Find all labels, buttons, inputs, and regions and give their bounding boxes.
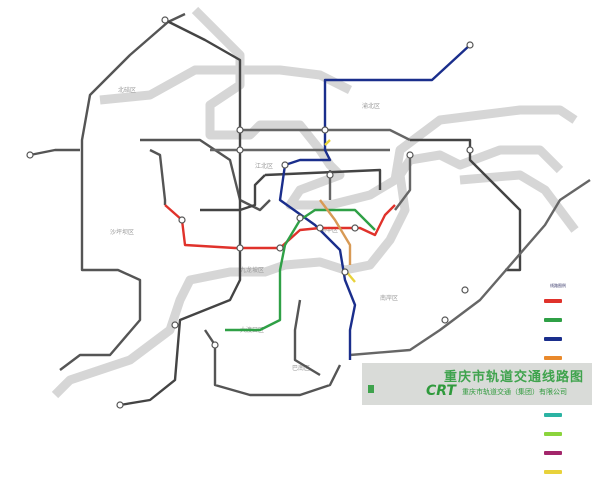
line-green (225, 208, 376, 332)
legend-swatch (544, 470, 562, 474)
map-title: 重庆市轨道交通线路图 (443, 370, 584, 385)
station[interactable] (171, 321, 179, 329)
line-dark-east (200, 138, 522, 272)
svg-text:九龙坡区: 九龙坡区 (240, 266, 264, 274)
station[interactable] (296, 214, 304, 222)
interchange-stations (26, 16, 474, 409)
rivers (51, 6, 579, 399)
svg-text:南岸区: 南岸区 (380, 294, 398, 302)
river-jialing (191, 6, 578, 210)
river-east (459, 170, 579, 233)
river-north (99, 65, 353, 105)
line-gray-north (210, 128, 411, 152)
svg-text:沙坪坝区: 沙坪坝区 (110, 228, 134, 236)
station[interactable] (236, 244, 244, 252)
station[interactable] (326, 171, 334, 179)
station[interactable] (26, 151, 34, 159)
legend-swatch (544, 432, 562, 436)
svg-text:江北区: 江北区 (255, 162, 273, 170)
station[interactable] (321, 126, 329, 134)
station[interactable] (116, 401, 124, 409)
station[interactable] (466, 146, 474, 154)
station[interactable] (178, 216, 186, 224)
station[interactable] (316, 224, 324, 232)
legend-swatch (544, 318, 562, 322)
station[interactable] (211, 341, 219, 349)
legend-swatch (544, 337, 562, 341)
station[interactable] (236, 146, 244, 154)
station[interactable] (281, 161, 289, 169)
station[interactable] (236, 126, 244, 134)
legend-swatch (544, 413, 562, 417)
crt-logo: CRT (426, 383, 456, 399)
legend-swatch (544, 451, 562, 455)
line-red (164, 204, 396, 250)
phone-icon (368, 385, 374, 393)
metro-map: 北碚区 渝北区 沙坪坝区 九龙坡区 南岸区 大渡口区 巴南区 江北区 渝中区 (26, 6, 591, 409)
svg-text:渝中区: 渝中区 (320, 226, 338, 234)
footer-banner: 重庆市轨道交通线路图 CRT 重庆市轨道交通（集团）有限公司 (362, 363, 592, 405)
metro-lines (29, 12, 591, 407)
svg-text:巴南区: 巴南区 (292, 364, 310, 372)
legend-heading: 线路图例 (550, 283, 566, 288)
legend-swatch (544, 356, 562, 360)
svg-text:北碚区: 北碚区 (118, 86, 136, 94)
station[interactable] (441, 316, 449, 324)
line-orange (319, 199, 352, 265)
line-dark-north (119, 18, 242, 407)
station[interactable] (461, 286, 469, 294)
station[interactable] (351, 224, 359, 232)
line-gray-west (59, 12, 186, 371)
station[interactable] (406, 151, 414, 159)
station[interactable] (276, 244, 284, 252)
station[interactable] (341, 268, 349, 276)
station[interactable] (161, 16, 169, 24)
svg-text:渝北区: 渝北区 (362, 102, 380, 110)
line-gray-loop (140, 138, 271, 212)
station[interactable] (466, 41, 474, 49)
line-blue (278, 44, 471, 360)
organization-name: 重庆市轨道交通（集团）有限公司 (462, 388, 567, 396)
legend-swatch (544, 299, 562, 303)
